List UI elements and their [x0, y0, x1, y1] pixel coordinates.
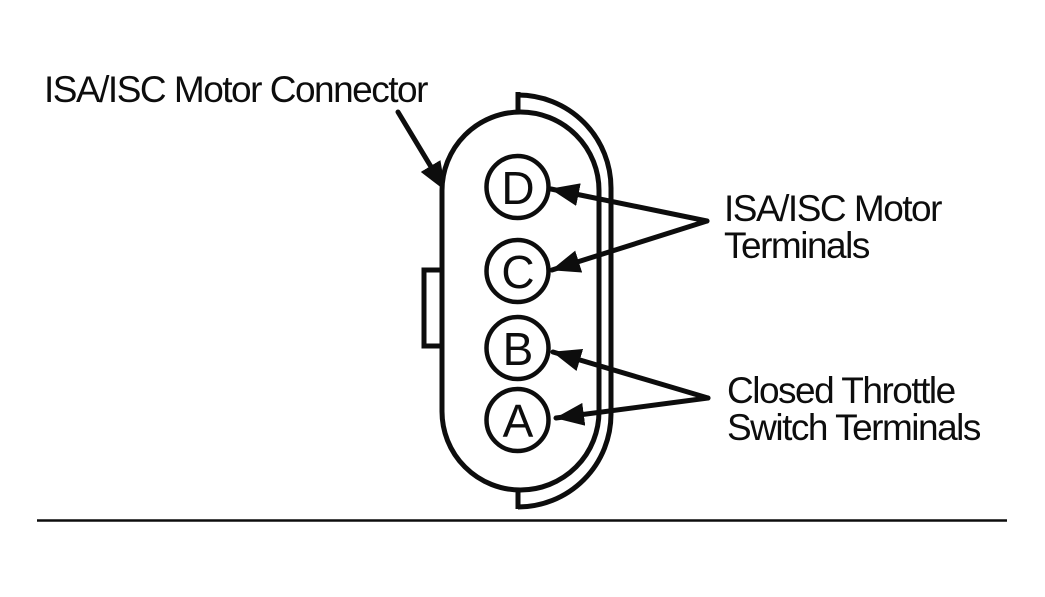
terminal-a-circle: [484, 386, 551, 454]
terminal-b-label: B: [503, 323, 534, 375]
motor-terminals-arrows: [548, 183, 710, 273]
connector-label-arrow: [395, 109, 448, 193]
motor-terminals-label-line1: ISA/ISC Motor: [724, 188, 942, 229]
switch-terminals-label-line2: Switch Terminals: [727, 407, 981, 448]
terminal-b-circle: [484, 314, 551, 382]
terminal-c-circle: [484, 237, 551, 305]
terminal-b-arrow: [550, 348, 711, 401]
switch-terminals-arrows: [550, 348, 711, 426]
terminal-b: B: [484, 314, 551, 382]
connector-side-tab: [421, 267, 443, 349]
switch-terminals-label-line1: Closed Throttle: [727, 370, 955, 411]
terminal-a: A: [484, 386, 551, 454]
motor-terminals-label: ISA/ISC Motor Terminals: [724, 188, 944, 266]
terminal-d: D: [484, 153, 551, 221]
terminal-d-label: D: [501, 162, 534, 214]
connector-label: ISA/ISC Motor Connector: [44, 69, 428, 110]
terminal-d-arrow: [548, 183, 710, 224]
terminal-d-circle: [484, 153, 551, 221]
terminal-c: C: [484, 237, 551, 305]
terminal-c-label: C: [501, 246, 534, 298]
terminal-a-label: A: [503, 395, 534, 447]
switch-terminals-label: Closed Throttle Switch Terminals: [727, 370, 982, 448]
terminal-c-arrow: [549, 218, 710, 273]
terminal-a-arrow: [553, 395, 711, 426]
motor-terminals-label-line2: Terminals: [724, 225, 870, 266]
connector-outer-flange: [517, 92, 614, 510]
